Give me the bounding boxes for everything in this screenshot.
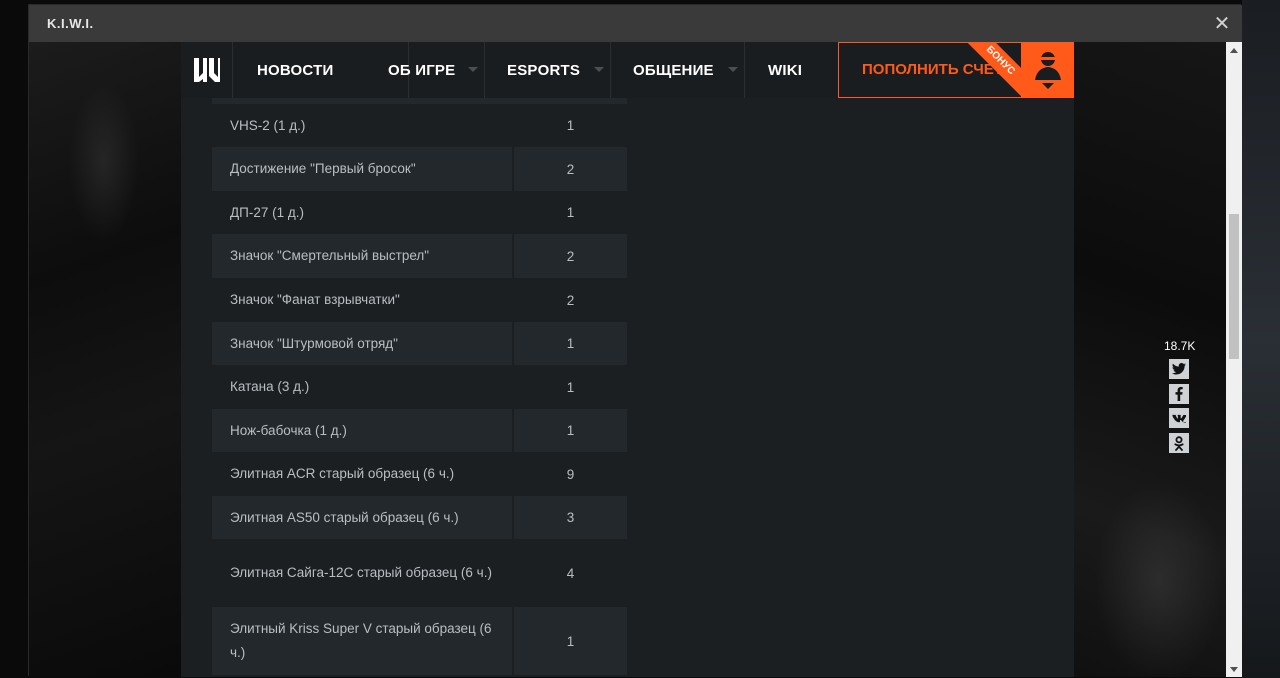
item-quantity-cell: 1 [512, 104, 627, 147]
warface-logo-icon [193, 58, 220, 82]
item-name-cell: Значок "Фанат взрывчатки" [230, 292, 400, 307]
profile-menu-button[interactable] [1022, 42, 1074, 98]
scrollbar-thumb[interactable] [1229, 214, 1239, 359]
background-art-left [29, 42, 181, 677]
item-name-cell: Элитная AS50 старый образец (6 ч.) [230, 509, 459, 525]
table-row: Достижение "Первый бросок" 2 [212, 147, 627, 191]
nav-community[interactable]: ОБЩЕНИЕ [611, 42, 745, 98]
nav-about-game[interactable]: ОБ ИГРЕ [362, 42, 485, 98]
item-quantity-cell: 1 [512, 322, 627, 365]
facebook-share-button[interactable] [1169, 384, 1189, 404]
scroll-up-arrow-icon [1230, 47, 1238, 53]
chevron-down-icon [728, 67, 738, 72]
odnoklassniki-share-button[interactable] [1169, 433, 1189, 453]
vk-icon [1172, 414, 1186, 423]
table-row: Элитная Сайга-12С старый образец (6 ч.) 4 [212, 539, 627, 607]
title-bar: K.I.W.I. ✕ [29, 5, 1242, 42]
twitter-icon [1172, 363, 1186, 375]
table-row: Катана (3 д.) 1 [212, 365, 627, 409]
topup-label: ПОПОЛНИТЬ СЧЕТ [862, 61, 1003, 78]
user-avatar-icon [1035, 52, 1061, 80]
item-name-cell: Элитная Сайга-12С старый образец (6 ч.) [230, 565, 492, 580]
table-row: Элитный Kriss Super V старый образец (6 … [212, 607, 627, 675]
item-name-cell: Достижение "Первый бросок" [230, 161, 416, 176]
item-quantity-cell: 1 [512, 607, 627, 675]
table-row: Значок "Фанат взрывчатки" 2 [212, 278, 627, 322]
nav-esports[interactable]: ESPORTS [485, 42, 611, 98]
table-row: Элитная AS50 старый образец (6 ч.) 3 [212, 496, 627, 539]
table-row: Элитная ACR старый образец (6 ч.) 9 [212, 452, 627, 496]
item-name-cell: Катана (3 д.) [230, 379, 310, 394]
close-icon[interactable]: ✕ [1213, 11, 1231, 35]
table-row: Значок "Штурмовой отряд" 1 [212, 322, 627, 365]
table-row-fragment [212, 98, 627, 104]
table-row: Нож-бабочка (1 д.) 1 [212, 409, 627, 452]
chevron-down-icon [1042, 83, 1054, 89]
nav-esports-label: ESPORTS [507, 61, 581, 79]
background-art-right [1074, 42, 1226, 677]
table-row: ДП-27 (1 д.) 1 [212, 191, 627, 234]
nav-wiki-label: WIKI [768, 61, 803, 79]
item-quantity-cell: 2 [512, 147, 627, 191]
scroll-up-button[interactable] [1226, 42, 1242, 58]
window-title: K.I.W.I. [47, 16, 94, 31]
item-quantity-cell: 9 [512, 452, 627, 496]
item-name-cell: Значок "Штурмовой отряд" [230, 335, 398, 351]
chevron-down-icon [468, 67, 478, 72]
desktop-background [1242, 0, 1280, 678]
table-row: Значок "Смертельный выстрел" 2 [212, 234, 627, 278]
twitter-share-button[interactable] [1169, 359, 1189, 379]
nav-community-label: ОБЩЕНИЕ [633, 61, 714, 79]
nav-news-label: НОВОСТИ [257, 61, 334, 79]
nav-news[interactable]: НОВОСТИ [233, 42, 409, 98]
table-row: VHS-2 (1 д.) 1 [212, 104, 627, 147]
item-quantity-cell: 1 [512, 365, 627, 409]
item-name-cell: ДП-27 (1 д.) [230, 204, 304, 220]
item-quantity-cell: 2 [512, 278, 627, 322]
odnoklassniki-icon [1174, 435, 1184, 451]
scroll-down-arrow-icon [1230, 666, 1238, 672]
scroll-down-button[interactable] [1226, 661, 1242, 677]
item-quantity-cell: 2 [512, 234, 627, 278]
share-count: 18.7K [1164, 339, 1196, 353]
vk-share-button[interactable] [1169, 408, 1189, 428]
item-name-cell: Элитный Kriss Super V старый образец (6 … [230, 621, 492, 660]
item-name-cell: Значок "Смертельный выстрел" [230, 248, 430, 263]
nav-about-label: ОБ ИГРЕ [388, 61, 456, 79]
main-nav: НОВОСТИ ОБ ИГРЕ ESPORTS ОБЩЕНИЕ WIKI [181, 42, 1074, 98]
item-quantity-cell: 3 [512, 496, 627, 539]
item-name-cell: VHS-2 (1 д.) [230, 117, 306, 133]
item-quantity-cell: 4 [512, 539, 627, 607]
item-quantity-cell: 1 [512, 191, 627, 234]
item-name-cell: Элитная ACR старый образец (6 ч.) [230, 466, 455, 481]
item-quantity-cell: 1 [512, 409, 627, 452]
vertical-scrollbar[interactable] [1226, 42, 1242, 677]
chevron-down-icon [594, 67, 604, 72]
site-logo[interactable] [181, 42, 233, 98]
nav-wiki[interactable]: WIKI [745, 42, 838, 98]
facebook-icon [1175, 387, 1183, 401]
item-name-cell: Нож-бабочка (1 д.) [230, 422, 347, 438]
topup-button[interactable]: ПОПОЛНИТЬ СЧЕТ БОНУС [838, 42, 1022, 98]
